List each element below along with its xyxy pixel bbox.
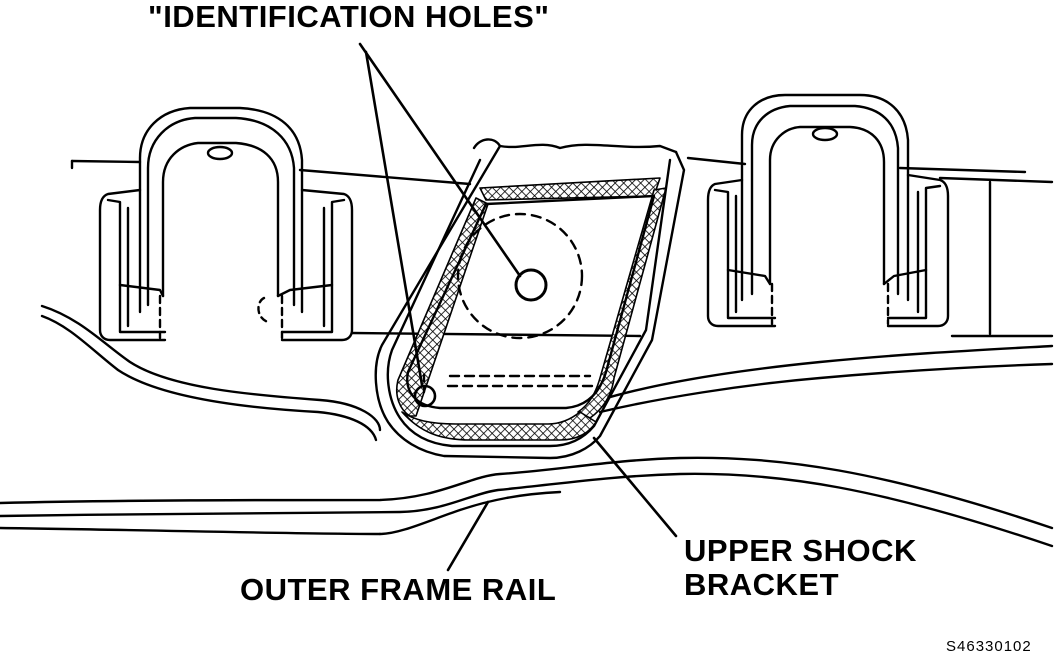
leader-ident-small: [364, 50, 424, 387]
upper-shock-bracket-label-line1: UPPER SHOCK: [684, 533, 917, 568]
leader-outer-rail: [446, 500, 490, 572]
leader-ident-large: [358, 42, 522, 278]
leader-lines: [358, 42, 678, 572]
left-bracket: [98, 106, 354, 342]
identification-holes-label: "IDENTIFICATION HOLES": [148, 0, 550, 34]
right-bracket: [706, 93, 950, 328]
frame-panel: [70, 156, 1054, 338]
identification-hole-small: [413, 384, 437, 408]
upper-shock-bracket-label-line2: BRACKET: [684, 567, 840, 602]
leader-upper-shock: [592, 436, 678, 538]
upper-shock-bracket-label: UPPER SHOCK BRACKET: [684, 534, 917, 602]
outer-frame-rail: [0, 304, 1054, 548]
upper-shock-bracket: [374, 138, 686, 460]
outer-frame-rail-label: OUTER FRAME RAIL: [240, 572, 557, 607]
identification-hole-large: [514, 268, 548, 302]
figure-code: S46330102: [946, 638, 1032, 655]
